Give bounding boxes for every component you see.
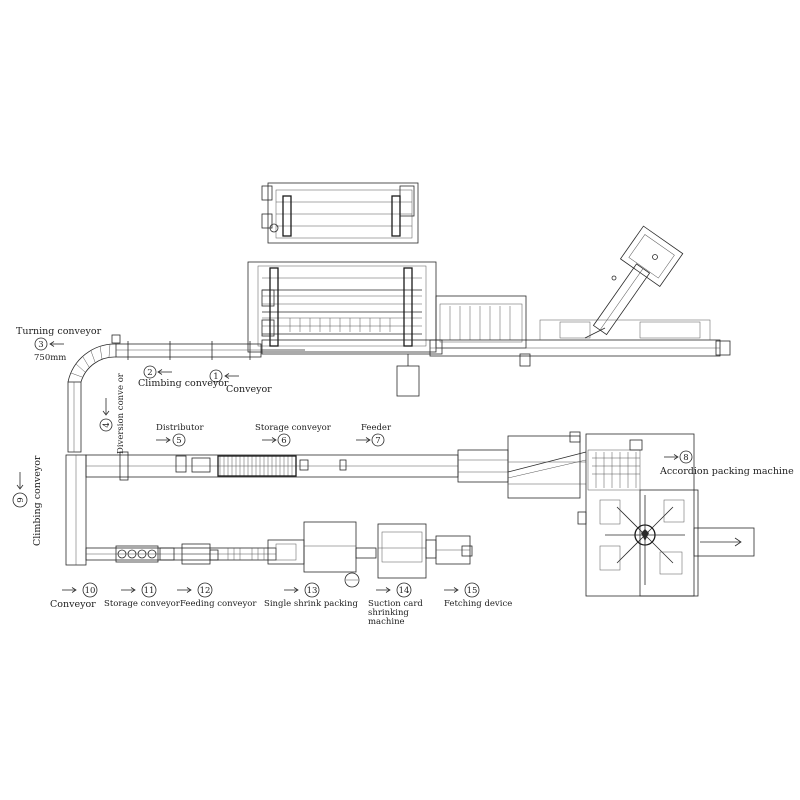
callout-3-turning-conveyor: Turning conveyor 3 750mm — [16, 326, 102, 363]
label-size-750mm: 750mm — [34, 353, 66, 363]
callout-10-conveyor: 10 Conveyor — [50, 582, 98, 610]
callout-number-8: 8 — [683, 453, 688, 463]
callout-6-storage-conveyor: Storage conveyor 6 — [255, 423, 332, 447]
label-feeder-7: Feeder — [361, 423, 392, 433]
callout-5-distributor: Distributor 5 — [155, 423, 205, 447]
callout-number-12: 12 — [200, 586, 211, 596]
callout-number-2: 2 — [147, 368, 152, 378]
turning-conveyor-3 — [67, 334, 121, 383]
callout-number-3: 3 — [38, 340, 43, 350]
callout-number-5: 5 — [176, 436, 181, 446]
label-storage-conveyor-6: Storage conveyor — [255, 423, 332, 433]
label-suction-card-line-1: Suction card — [368, 599, 423, 609]
callout-number-15: 15 — [467, 586, 478, 596]
label-suction-card-line-3: machine — [368, 617, 405, 627]
accordion-packing-machine — [577, 433, 755, 597]
label-distributor-5: Distributor — [156, 423, 205, 433]
bottom-production-line — [85, 521, 473, 588]
callout-number-9: 9 — [16, 497, 26, 502]
label-accordion-packing-machine-8: Accordion packing machine — [659, 466, 794, 477]
callout-8-accordion-packing-machine: 8 Accordion packing machine — [659, 450, 794, 477]
label-diversion-conveyor-4: Diversion conve or — [116, 372, 126, 454]
label-conveyor-10: Conveyor — [50, 599, 96, 610]
label-climbing-conveyor-2: Climbing conveyor — [138, 378, 229, 389]
label-fetching-device-15: Fetching device — [444, 599, 512, 609]
middle-distribution-line — [85, 431, 587, 499]
callout-12-feeding-conveyor: 12 Feeding conveyor — [176, 582, 257, 609]
label-single-shrink-packing-13: Single shrink packing — [264, 599, 358, 609]
callout-1-conveyor: 1 Conveyor — [209, 369, 272, 395]
callout-number-13: 13 — [307, 586, 318, 596]
climbing-conveyor-2 — [115, 341, 305, 360]
label-suction-card-line-2: shrinking — [368, 608, 409, 618]
label-turning-conveyor-3: Turning conveyor — [16, 326, 102, 337]
callout-13-single-shrink-packing: 13 Single shrink packing — [264, 582, 358, 609]
callout-11-storage-conveyor: 11 Storage conveyor — [104, 582, 181, 609]
callout-number-10: 10 — [85, 586, 96, 596]
callout-number-1: 1 — [213, 372, 218, 382]
callout-number-14: 14 — [399, 586, 410, 596]
callout-2-climbing-conveyor: 2 Climbing conveyor — [138, 365, 229, 389]
label-storage-conveyor-11: Storage conveyor — [104, 599, 181, 609]
callout-number-6: 6 — [281, 436, 286, 446]
callout-4-diversion-conveyor: 4 Diversion conve or — [99, 372, 126, 454]
climbing-conveyor-9 — [65, 381, 87, 566]
callout-number-4: 4 — [102, 422, 112, 427]
label-feeding-conveyor-12: Feeding conveyor — [180, 599, 257, 609]
main-production-machine — [247, 182, 443, 397]
label-conveyor-1: Conveyor — [226, 384, 272, 395]
callout-number-7: 7 — [375, 436, 380, 446]
callout-7-feeder: Feeder 7 — [355, 423, 392, 447]
callout-15-fetching-device: 15 Fetching device — [443, 582, 512, 609]
label-climbing-conveyor-9: Climbing conveyor — [32, 455, 43, 546]
top-right-conveyor-section — [429, 225, 731, 367]
callout-9-climbing-conveyor: 9 Climbing conveyor — [12, 455, 43, 546]
callout-number-11: 11 — [144, 586, 155, 596]
callout-14-suction-card-shrinking-machine: 14 Suction card shrinking machine — [368, 582, 423, 627]
